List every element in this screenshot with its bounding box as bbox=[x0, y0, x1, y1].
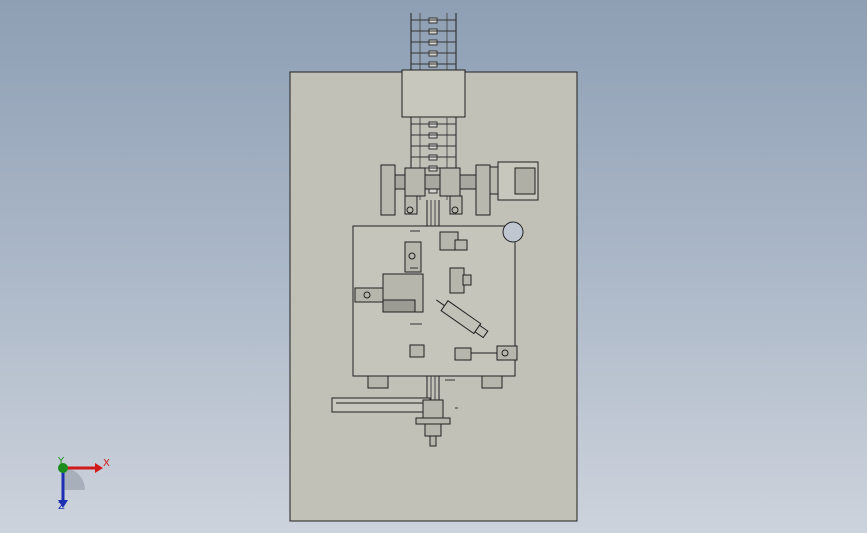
left-clamp-unit bbox=[354, 241, 424, 313]
round-knob bbox=[502, 221, 524, 243]
foot-left bbox=[367, 375, 389, 389]
axis-x-label: X bbox=[103, 458, 110, 469]
lower-beam bbox=[331, 397, 431, 413]
right-actuators bbox=[409, 231, 518, 361]
axis-z-label: Z bbox=[58, 501, 65, 512]
coordinate-triad-icon bbox=[58, 463, 103, 508]
bottom-ejector bbox=[415, 399, 451, 447]
axis-y-label: Y bbox=[58, 456, 65, 467]
sprocket-shaft-assembly bbox=[380, 161, 539, 216]
top-conveyor bbox=[410, 13, 457, 70]
foot-right bbox=[481, 375, 503, 389]
detail-marks bbox=[410, 230, 458, 409]
angled-cylinder bbox=[436, 299, 489, 339]
drive-housing bbox=[401, 69, 466, 118]
